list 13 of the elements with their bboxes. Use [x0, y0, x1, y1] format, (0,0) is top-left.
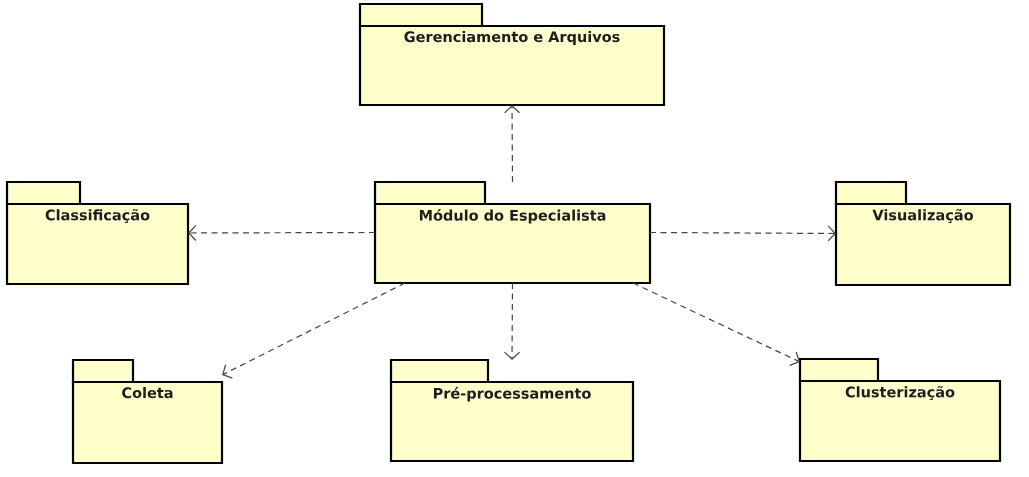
package-box: Gerenciamento e Arquivos — [358, 2, 666, 107]
package-box: Coleta — [71, 358, 224, 465]
package-box: Módulo do Especialista — [373, 180, 652, 285]
package-box: Pré-processamento — [389, 358, 635, 463]
dependency-arrow — [188, 224, 376, 242]
dependency-arrow — [503, 105, 521, 183]
dependency-arrow — [649, 225, 836, 242]
dependency-arrow — [632, 282, 800, 367]
dependency-arrow — [222, 282, 406, 379]
package-box: Clusterização — [798, 357, 1002, 463]
package-box: Classificação — [5, 180, 190, 286]
package-box: Visualização — [834, 180, 1012, 287]
dependency-arrow — [503, 282, 521, 360]
